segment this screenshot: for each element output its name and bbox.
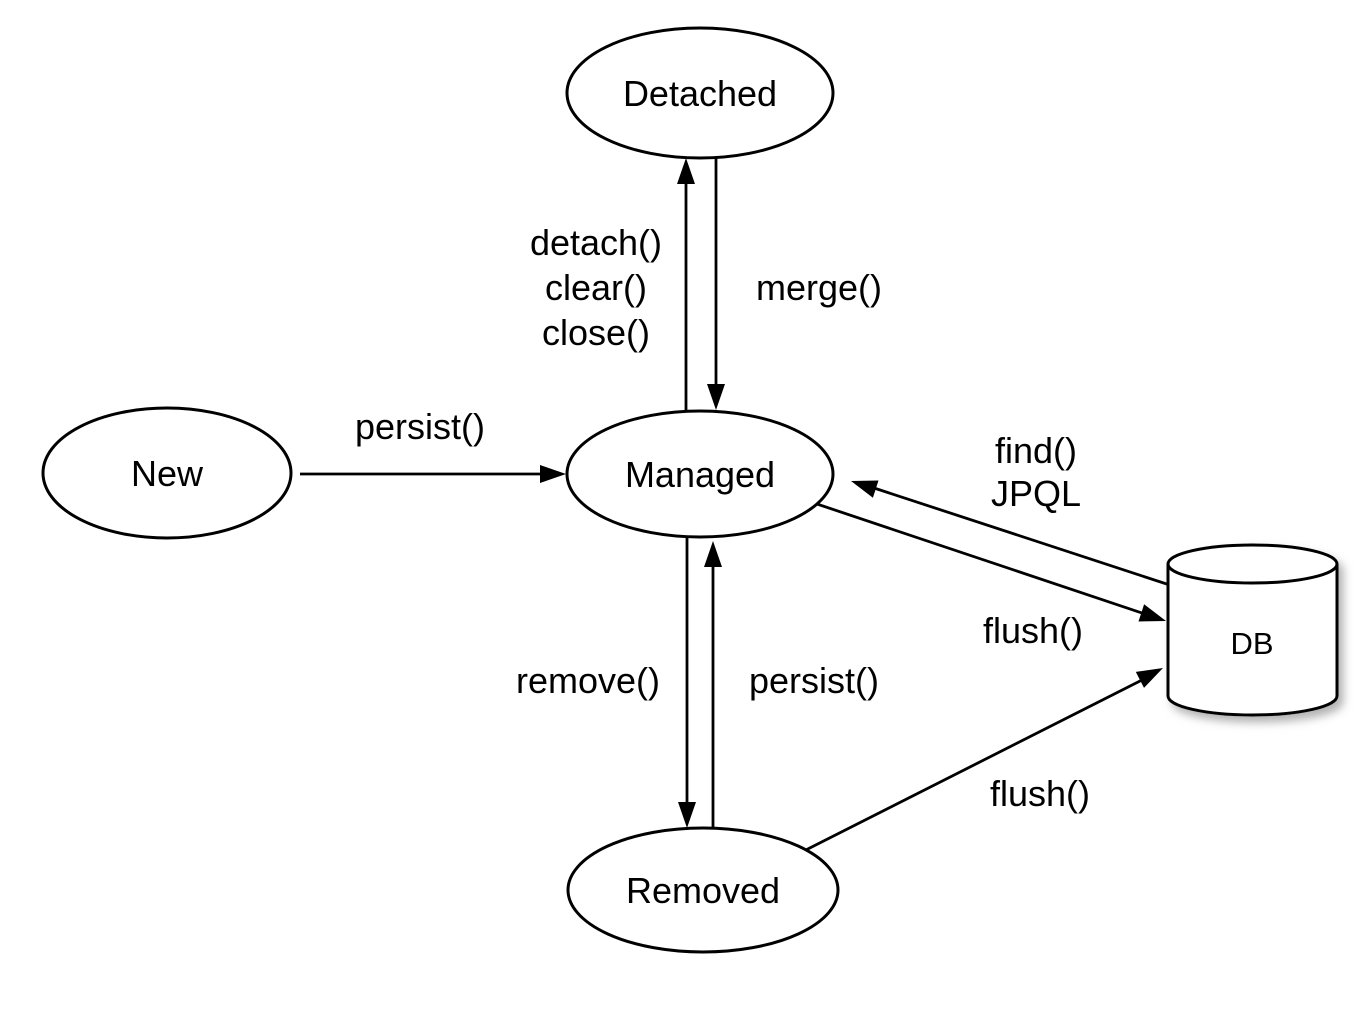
nodes: Detached New Managed Removed DB — [41, 26, 1339, 954]
edge-detach-managed-detached-arrowhead — [677, 158, 695, 184]
edge-flush-managed-db-label: flush() — [983, 610, 1083, 651]
arrowheads — [540, 158, 1166, 828]
edge-remove-managed-removed-label: remove() — [516, 660, 660, 701]
node-new-label: New — [131, 453, 204, 494]
edge-flush-removed-db-arrowhead — [1135, 668, 1163, 688]
edge-detach-label-line1: detach() — [530, 222, 662, 263]
node-managed-label: Managed — [625, 454, 775, 495]
edge-flush-managed-db-arrowhead — [1138, 604, 1166, 622]
edge-remove-managed-removed-arrowhead — [678, 802, 696, 828]
node-new: New — [41, 406, 293, 540]
node-db-cylinder-body — [1166, 564, 1339, 717]
edge-find-db-managed-line — [873, 486, 1186, 592]
node-new-shape — [41, 406, 293, 540]
node-db: DB — [1166, 543, 1339, 717]
node-db-label: DB — [1230, 626, 1273, 661]
edge-persist-removed-managed-arrowhead — [704, 541, 722, 567]
edge-labels: persist() detach() clear() close() merge… — [355, 222, 1090, 814]
edge-merge-detached-managed-label: merge() — [756, 267, 882, 308]
edge-persist-removed-managed-label: persist() — [749, 660, 879, 701]
node-detached-label: Detached — [623, 73, 777, 114]
node-detached: Detached — [565, 26, 835, 160]
edge-merge-detached-managed-arrowhead — [707, 384, 725, 410]
node-removed-shape — [566, 826, 840, 954]
edge-flush-managed-db-line — [804, 498, 1146, 616]
edge-persist-new-managed-label: persist() — [355, 406, 485, 447]
edge-detach-label-line2: clear() — [545, 267, 647, 308]
edge-find-label-line1: find() — [995, 430, 1077, 471]
node-removed-label: Removed — [626, 870, 780, 911]
edge-persist-new-managed-arrowhead — [540, 465, 566, 483]
node-removed: Removed — [566, 826, 840, 954]
node-db-cylinder-top — [1166, 543, 1339, 585]
edge-detach-label-line3: close() — [542, 312, 650, 353]
edge-flush-removed-db-line — [789, 678, 1143, 860]
edge-find-label-line2: JPQL — [991, 473, 1081, 514]
node-managed-shape — [565, 409, 835, 539]
edge-find-db-managed-arrowhead — [851, 480, 879, 498]
edge-flush-removed-db-label: flush() — [990, 773, 1090, 814]
node-detached-shape — [565, 26, 835, 160]
node-managed: Managed — [565, 409, 835, 539]
